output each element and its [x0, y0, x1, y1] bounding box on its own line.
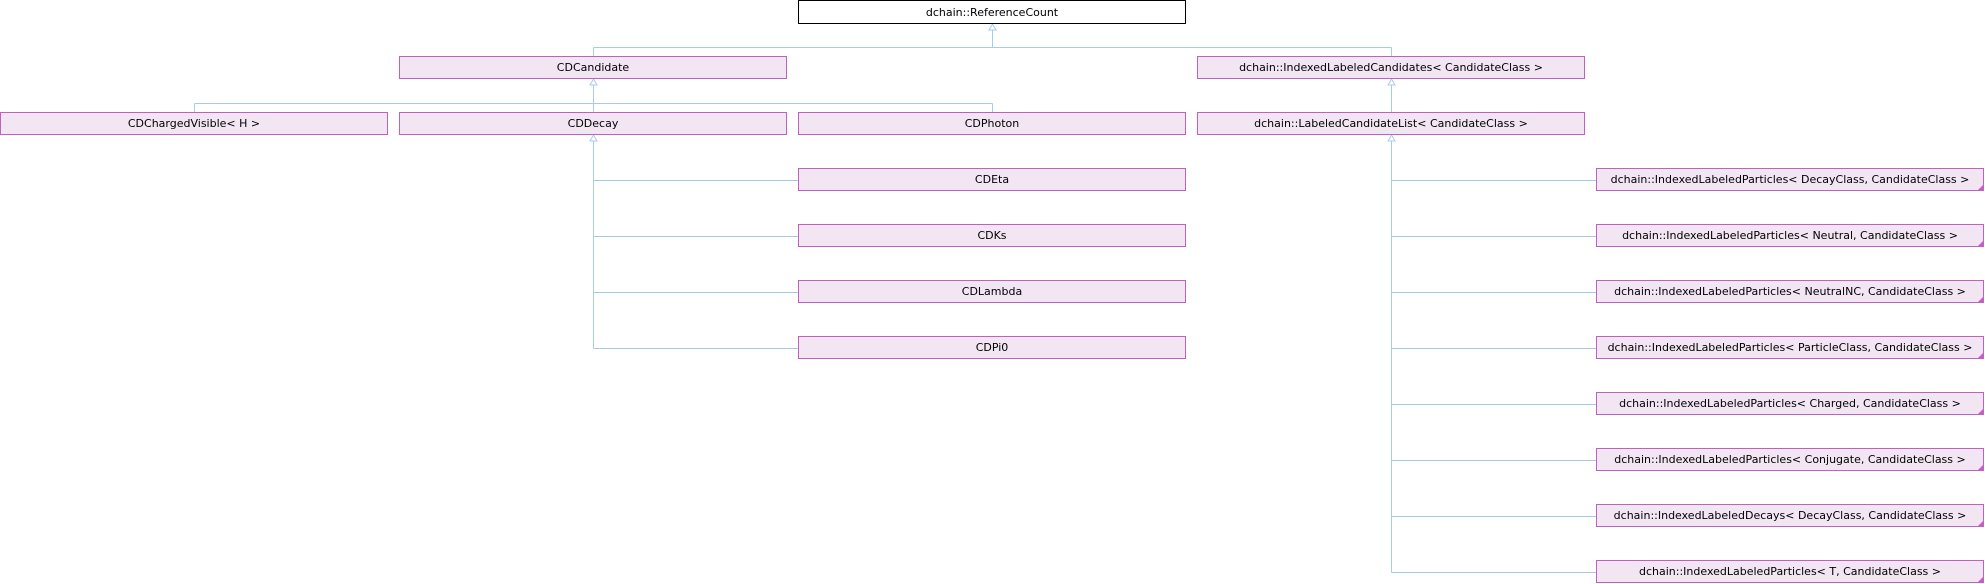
class-node[interactable]: CDLambda	[798, 280, 1186, 303]
class-node-label: dchain::IndexedLabeledParticles< Particl…	[1607, 341, 1973, 354]
class-node[interactable]: dchain::IndexedLabeledParticles< Neutral…	[1596, 224, 1984, 247]
class-node[interactable]: dchain::IndexedLabeledParticles< Neutral…	[1596, 280, 1984, 303]
class-node[interactable]: dchain::IndexedLabeledParticles< DecayCl…	[1596, 168, 1984, 191]
class-node[interactable]: dchain::IndexedLabeledCandidates< Candid…	[1197, 56, 1585, 79]
class-node[interactable]: CDChargedVisible< H >	[0, 112, 388, 135]
class-node-label: dchain::IndexedLabeledParticles< Neutral…	[1622, 229, 1958, 242]
class-node[interactable]: CDKs	[798, 224, 1186, 247]
inheritance-arrowhead	[1387, 134, 1396, 142]
class-node-label: CDLambda	[961, 285, 1023, 298]
class-node[interactable]: CDDecay	[399, 112, 787, 135]
class-node-label: dchain::IndexedLabeledParticles< Conjuga…	[1614, 453, 1966, 466]
class-node-label: dchain::IndexedLabeledDecays< DecayClass…	[1613, 509, 1967, 522]
class-node[interactable]: dchain::LabeledCandidateList< CandidateC…	[1197, 112, 1585, 135]
class-node-label: dchain::IndexedLabeledCandidates< Candid…	[1239, 61, 1543, 74]
class-node[interactable]: dchain::IndexedLabeledParticles< Charged…	[1596, 392, 1984, 415]
class-node-label: CDDecay	[567, 117, 619, 130]
class-node[interactable]: CDEta	[798, 168, 1186, 191]
class-node[interactable]: dchain::IndexedLabeledParticles< Particl…	[1596, 336, 1984, 359]
class-node[interactable]: dchain::IndexedLabeledDecays< DecayClass…	[1596, 504, 1984, 527]
class-node-label: CDEta	[974, 173, 1010, 186]
root-class-node: dchain::ReferenceCount	[798, 0, 1186, 24]
class-node[interactable]: CDCandidate	[399, 56, 787, 79]
class-node-label: dchain::IndexedLabeledParticles< Neutral…	[1614, 285, 1966, 298]
inheritance-arrowhead	[1387, 78, 1396, 86]
class-node-label: CDPi0	[975, 341, 1009, 354]
inheritance-arrowhead	[589, 134, 598, 142]
inheritance-arrowhead	[988, 23, 997, 31]
class-node-label: dchain::ReferenceCount	[925, 5, 1059, 19]
class-node-label: dchain::IndexedLabeledParticles< DecayCl…	[1610, 173, 1970, 186]
class-node-label: CDChargedVisible< H >	[127, 117, 261, 130]
inheritance-arrowhead	[589, 78, 598, 86]
class-node-label: CDCandidate	[556, 61, 630, 74]
class-node-label: CDKs	[977, 229, 1007, 242]
class-node-label: dchain::IndexedLabeledParticles< T, Cand…	[1639, 565, 1941, 578]
class-node-label: dchain::IndexedLabeledParticles< Charged…	[1619, 397, 1961, 410]
class-node[interactable]: CDPhoton	[798, 112, 1186, 135]
class-node[interactable]: dchain::IndexedLabeledParticles< T, Cand…	[1596, 560, 1984, 583]
class-node[interactable]: CDPi0	[798, 336, 1186, 359]
class-node-label: dchain::LabeledCandidateList< CandidateC…	[1254, 117, 1528, 130]
class-node-label: CDPhoton	[964, 117, 1020, 130]
class-node[interactable]: dchain::IndexedLabeledParticles< Conjuga…	[1596, 448, 1984, 471]
